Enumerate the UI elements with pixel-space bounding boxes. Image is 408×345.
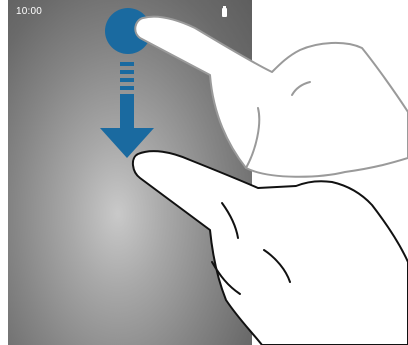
swipe-down-arrow-icon [100, 62, 154, 158]
battery-icon [222, 6, 227, 17]
status-bar: 10:00 [8, 0, 252, 24]
hand-icon [132, 150, 408, 345]
status-time: 10:00 [16, 6, 43, 17]
hand-start-icon [134, 15, 408, 178]
